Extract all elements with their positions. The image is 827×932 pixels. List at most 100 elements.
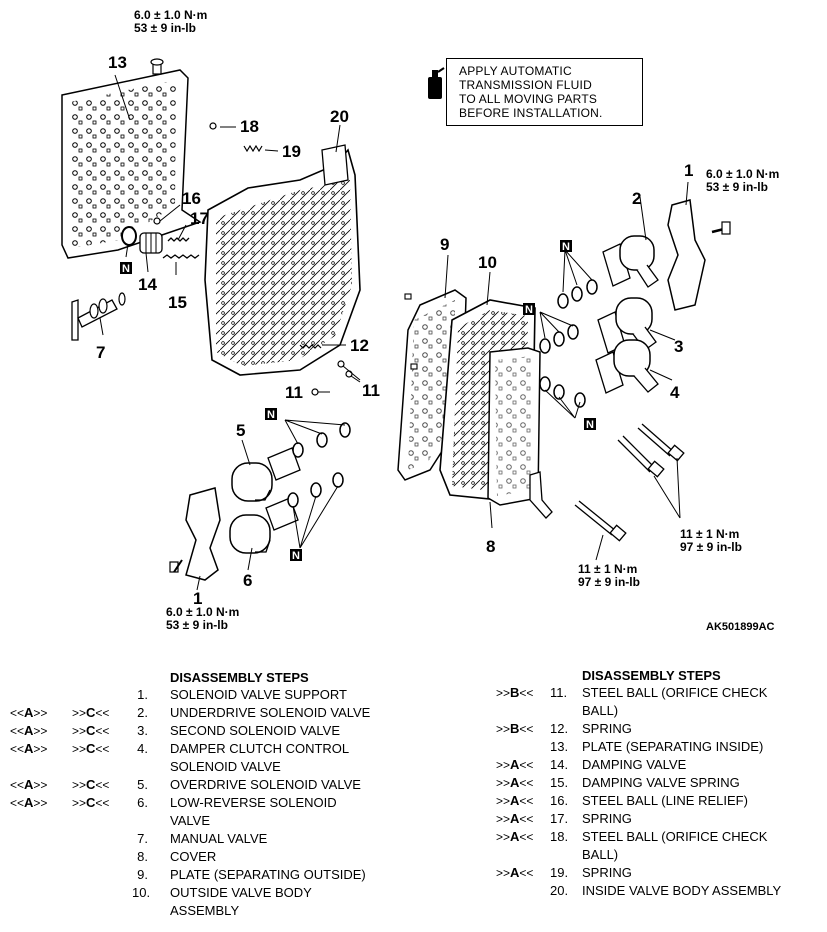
step-number: 16. xyxy=(550,793,569,808)
step-name: SECOND SOLENOID VALVE xyxy=(170,723,341,738)
plate-separating-inside xyxy=(61,58,202,259)
callout-12: 12 xyxy=(350,336,369,355)
svg-text:N: N xyxy=(525,304,533,316)
exploded-view-diagram: N N N N N N 13 18 19 20 16 17 14 15 7 12… xyxy=(61,8,779,632)
step-name: STEEL BALL (LINE RELIEF) xyxy=(582,793,748,808)
n-mark-4: N xyxy=(584,418,596,431)
steel-ball-11c xyxy=(311,388,319,396)
overdrive-solenoid-valve xyxy=(231,447,301,502)
step-mark: >>C<< xyxy=(72,705,110,720)
note-box: APPLY AUTOMATIC TRANSMISSION FLUID TO AL… xyxy=(446,58,643,126)
step-number: 9. xyxy=(137,867,148,882)
step-number: 17. xyxy=(550,811,569,826)
callout-15: 15 xyxy=(168,293,187,312)
callout-2: 2 xyxy=(632,189,641,208)
steel-ball-18 xyxy=(209,122,217,130)
figure-code: AK501899AC xyxy=(706,621,775,633)
n-mark-3: N xyxy=(523,303,535,316)
step-name: SOLENOID VALVE xyxy=(170,759,281,774)
step-mark: >>C<< xyxy=(72,741,110,756)
n-mark-6: N xyxy=(290,549,302,562)
svg-text:N: N xyxy=(292,550,300,562)
step-mark: <<A>> xyxy=(10,777,48,792)
step-mark: <<A>> xyxy=(10,741,48,756)
callout-19: 19 xyxy=(282,142,301,161)
step-name: BALL) xyxy=(582,847,619,862)
torque-bolt-right-nm: 11 ± 1 N·m xyxy=(680,527,739,541)
callout-8: 8 xyxy=(486,537,495,556)
right-steps-title: DISASSEMBLY STEPS xyxy=(582,668,721,683)
step-name: INSIDE VALVE BODY ASSEMBLY xyxy=(582,883,782,898)
note-line-2: TRANSMISSION FLUID xyxy=(459,78,592,92)
callout-7: 7 xyxy=(96,343,105,362)
step-mark: >>C<< xyxy=(72,777,110,792)
note-line-4: BEFORE INSTALLATION. xyxy=(459,106,603,120)
callout-5: 5 xyxy=(236,421,245,440)
step-name: PLATE (SEPARATING OUTSIDE) xyxy=(170,867,366,882)
callout-4: 4 xyxy=(670,383,680,402)
step-mark: >>B<< xyxy=(496,721,534,736)
torque-13-inlb: 53 ± 9 in-lb xyxy=(134,21,196,35)
o-ring-left xyxy=(121,226,137,246)
svg-text:N: N xyxy=(562,241,570,253)
svg-text:N: N xyxy=(267,409,275,421)
manual-valve xyxy=(71,292,126,341)
fluid-can-icon xyxy=(428,67,445,99)
o-rings-left xyxy=(287,422,351,508)
note-line-3: TO ALL MOVING PARTS xyxy=(459,92,598,106)
step-name: STEEL BALL (ORIFICE CHECK xyxy=(582,829,768,844)
note-line-1: APPLY AUTOMATIC xyxy=(459,64,572,78)
step-mark: <<A>> xyxy=(10,705,48,720)
step-mark: <<A>> xyxy=(10,723,48,738)
plate-bolt xyxy=(150,58,164,75)
step-number: 4. xyxy=(137,741,148,756)
step-name: OUTSIDE VALVE BODY xyxy=(170,885,312,900)
callout-1a: 1 xyxy=(684,161,693,180)
step-number: 2. xyxy=(137,705,148,720)
step-number: 1. xyxy=(137,687,148,702)
callout-13: 13 xyxy=(108,53,127,72)
step-name: DAMPING VALVE SPRING xyxy=(582,775,740,790)
step-name: SPRING xyxy=(582,811,632,826)
callout-14: 14 xyxy=(138,275,157,294)
n-mark-5: N xyxy=(265,408,277,421)
callout-17: 17 xyxy=(190,209,209,228)
callout-3: 3 xyxy=(674,337,683,356)
underdrive-solenoid-valve xyxy=(602,235,659,288)
step-number: 14. xyxy=(550,757,569,772)
torque-bolt-bottom-inlb: 97 ± 9 in-lb xyxy=(578,575,640,589)
step-mark: >>A<< xyxy=(496,775,534,790)
left-steps-title: DISASSEMBLY STEPS xyxy=(170,670,309,685)
spring-19 xyxy=(243,144,263,153)
damping-valve-14 xyxy=(139,232,163,254)
step-name: DAMPING VALVE xyxy=(582,757,687,772)
step-name: UNDERDRIVE SOLENOID VALVE xyxy=(170,705,371,720)
solenoid-valve-support-left xyxy=(169,487,221,581)
callout-16: 16 xyxy=(182,189,201,208)
torque-1-bottom-inlb: 53 ± 9 in-lb xyxy=(166,618,228,632)
step-number: 10. xyxy=(132,885,151,900)
step-mark: >>A<< xyxy=(496,865,534,880)
callout-6: 6 xyxy=(243,571,252,590)
step-number: 5. xyxy=(137,777,148,792)
callout-11a: 11 xyxy=(362,381,380,400)
n-mark-2: N xyxy=(560,240,572,253)
steel-ball-11a xyxy=(337,360,345,368)
callout-11b: 11 xyxy=(285,383,303,402)
step-mark: >>B<< xyxy=(496,685,534,700)
o-rings-right xyxy=(539,279,598,408)
step-number: 15. xyxy=(550,775,569,790)
callout-9: 9 xyxy=(440,235,449,254)
leader-lines xyxy=(99,74,689,591)
bracket xyxy=(529,471,553,519)
torque-1-bottom-nm: 6.0 ± 1.0 N·m xyxy=(166,605,239,619)
step-mark: >>C<< xyxy=(72,723,110,738)
spring-12 xyxy=(299,344,322,349)
step-mark: >>A<< xyxy=(496,829,534,844)
step-name: VALVE xyxy=(170,813,210,828)
callout-20: 20 xyxy=(330,107,349,126)
step-number: 20. xyxy=(550,883,569,898)
step-name: LOW-REVERSE SOLENOID xyxy=(170,795,337,810)
svg-text:N: N xyxy=(122,263,130,275)
step-number: 7. xyxy=(137,831,148,846)
